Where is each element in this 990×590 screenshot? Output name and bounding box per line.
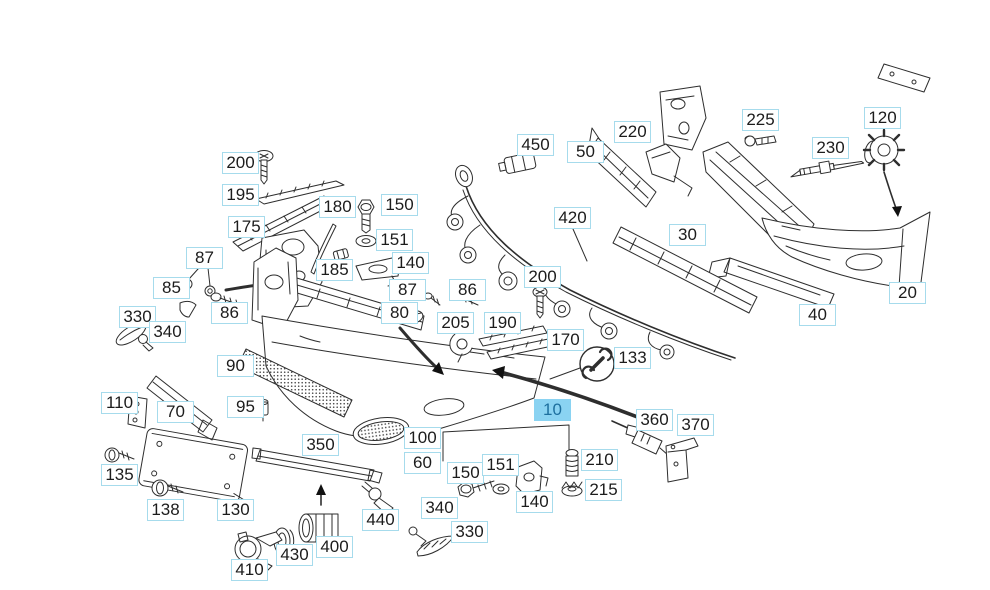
bolt-150-bottom <box>457 480 495 498</box>
washer-151-top <box>355 235 377 247</box>
part-label-185[interactable]: 185 <box>316 259 353 281</box>
arrow-tool-to-bumper <box>492 366 652 424</box>
part-label-60[interactable]: 60 <box>404 452 441 474</box>
bumper-corner-piece <box>251 247 299 331</box>
part-label-50[interactable]: 50 <box>567 141 604 163</box>
part-label-330-bottom[interactable]: 330 <box>451 521 488 543</box>
leader-lines <box>442 424 570 462</box>
part-label-40[interactable]: 40 <box>799 304 836 326</box>
energy-absorber-30 <box>612 226 758 314</box>
part-label-86-left[interactable]: 86 <box>211 302 248 324</box>
part-label-410[interactable]: 410 <box>231 559 268 581</box>
bracket-140-bottom <box>515 460 549 495</box>
part-label-190[interactable]: 190 <box>484 312 521 334</box>
part-label-215[interactable]: 215 <box>585 479 622 501</box>
part-label-151-bottom[interactable]: 151 <box>482 454 519 476</box>
part-label-85[interactable]: 85 <box>153 277 190 299</box>
expansion-rivet-225 <box>744 135 777 147</box>
part-label-90[interactable]: 90 <box>217 355 254 377</box>
part-label-120[interactable]: 120 <box>864 107 901 129</box>
part-label-150-bottom[interactable]: 150 <box>447 462 484 484</box>
part-label-87-right[interactable]: 87 <box>389 279 426 301</box>
part-label-180[interactable]: 180 <box>319 196 356 218</box>
license-plate-filler-130 <box>138 428 249 509</box>
part-label-340-left[interactable]: 340 <box>149 321 186 343</box>
rail-195 <box>255 180 345 205</box>
part-label-360[interactable]: 360 <box>636 409 673 431</box>
part-label-430[interactable]: 430 <box>276 544 313 566</box>
right-vertical-bracket <box>659 85 707 151</box>
part-label-95[interactable]: 95 <box>227 396 264 418</box>
sensor-pin-230 <box>790 160 865 178</box>
wrench-icon <box>581 347 613 380</box>
washer-151-bottom <box>492 483 510 495</box>
harness-connector <box>446 164 675 360</box>
leader-420 <box>572 228 588 262</box>
part-label-110[interactable]: 110 <box>101 392 138 414</box>
part-label-370[interactable]: 370 <box>677 414 714 436</box>
part-label-30[interactable]: 30 <box>669 224 706 246</box>
part-label-210[interactable]: 210 <box>581 449 618 471</box>
part-label-205[interactable]: 205 <box>437 312 474 334</box>
top-right-strip <box>877 63 931 93</box>
part-label-350[interactable]: 350 <box>302 434 339 456</box>
bulb-340-bottom <box>408 526 427 547</box>
clamp-205 <box>449 333 473 363</box>
part-label-170[interactable]: 170 <box>547 329 584 351</box>
impeller-gear-120 <box>862 128 906 172</box>
screw-135 <box>104 447 135 463</box>
fog-grille-100 <box>352 417 410 445</box>
part-label-86-center[interactable]: 86 <box>449 279 486 301</box>
part-label-151-top[interactable]: 151 <box>376 229 413 251</box>
part-label-420[interactable]: 420 <box>554 207 591 229</box>
part-label-200-top[interactable]: 200 <box>222 152 259 174</box>
part-label-220[interactable]: 220 <box>614 121 651 143</box>
part-label-138[interactable]: 138 <box>147 499 184 521</box>
part-label-133[interactable]: 133 <box>614 347 651 369</box>
part-label-175[interactable]: 175 <box>228 216 265 238</box>
part-label-195[interactable]: 195 <box>222 184 259 206</box>
part-label-340-bottom[interactable]: 340 <box>421 497 458 519</box>
part-label-330-left[interactable]: 330 <box>119 306 156 328</box>
crown-nut-215 <box>561 481 583 497</box>
clip-185 <box>332 248 349 261</box>
arrow-80-to-bumper <box>398 326 444 375</box>
part-label-20[interactable]: 20 <box>889 282 926 304</box>
arrow-120-to-bumper <box>883 171 902 217</box>
part-label-135[interactable]: 135 <box>101 464 138 486</box>
part-label-140-top[interactable]: 140 <box>392 252 429 274</box>
part-label-140-bottom[interactable]: 140 <box>516 491 553 513</box>
bulb-340-left <box>138 334 154 352</box>
screw-200-top <box>254 150 274 185</box>
part-label-200-center[interactable]: 200 <box>524 266 561 288</box>
part-label-70[interactable]: 70 <box>157 401 194 423</box>
part-label-230[interactable]: 230 <box>812 137 849 159</box>
part-label-225[interactable]: 225 <box>742 109 779 131</box>
wrench-marker-133 <box>549 346 615 382</box>
arrow-up-to-rail <box>316 484 326 506</box>
tool-360 <box>611 420 669 456</box>
part-label-440[interactable]: 440 <box>362 509 399 531</box>
screw-200-center <box>532 286 548 319</box>
bracket-370 <box>665 437 699 483</box>
part-label-87-left[interactable]: 87 <box>186 247 223 269</box>
screw-138 <box>151 479 184 497</box>
right-bumper-cover <box>761 211 931 291</box>
expansion-bolt-210 <box>565 449 579 477</box>
bolt-150-top <box>357 199 375 234</box>
part-label-100[interactable]: 100 <box>404 427 441 449</box>
wiring-harness <box>446 164 736 361</box>
part-label-130[interactable]: 130 <box>217 499 254 521</box>
part-label-400[interactable]: 400 <box>316 536 353 558</box>
mount-bracket-220 <box>645 143 693 197</box>
part-label-150-top[interactable]: 150 <box>381 194 418 216</box>
relay-connector-450 <box>498 152 537 174</box>
part-label-450[interactable]: 450 <box>517 134 554 156</box>
part-label-10-selected[interactable]: 10 <box>534 399 571 421</box>
part-label-80[interactable]: 80 <box>381 302 418 324</box>
